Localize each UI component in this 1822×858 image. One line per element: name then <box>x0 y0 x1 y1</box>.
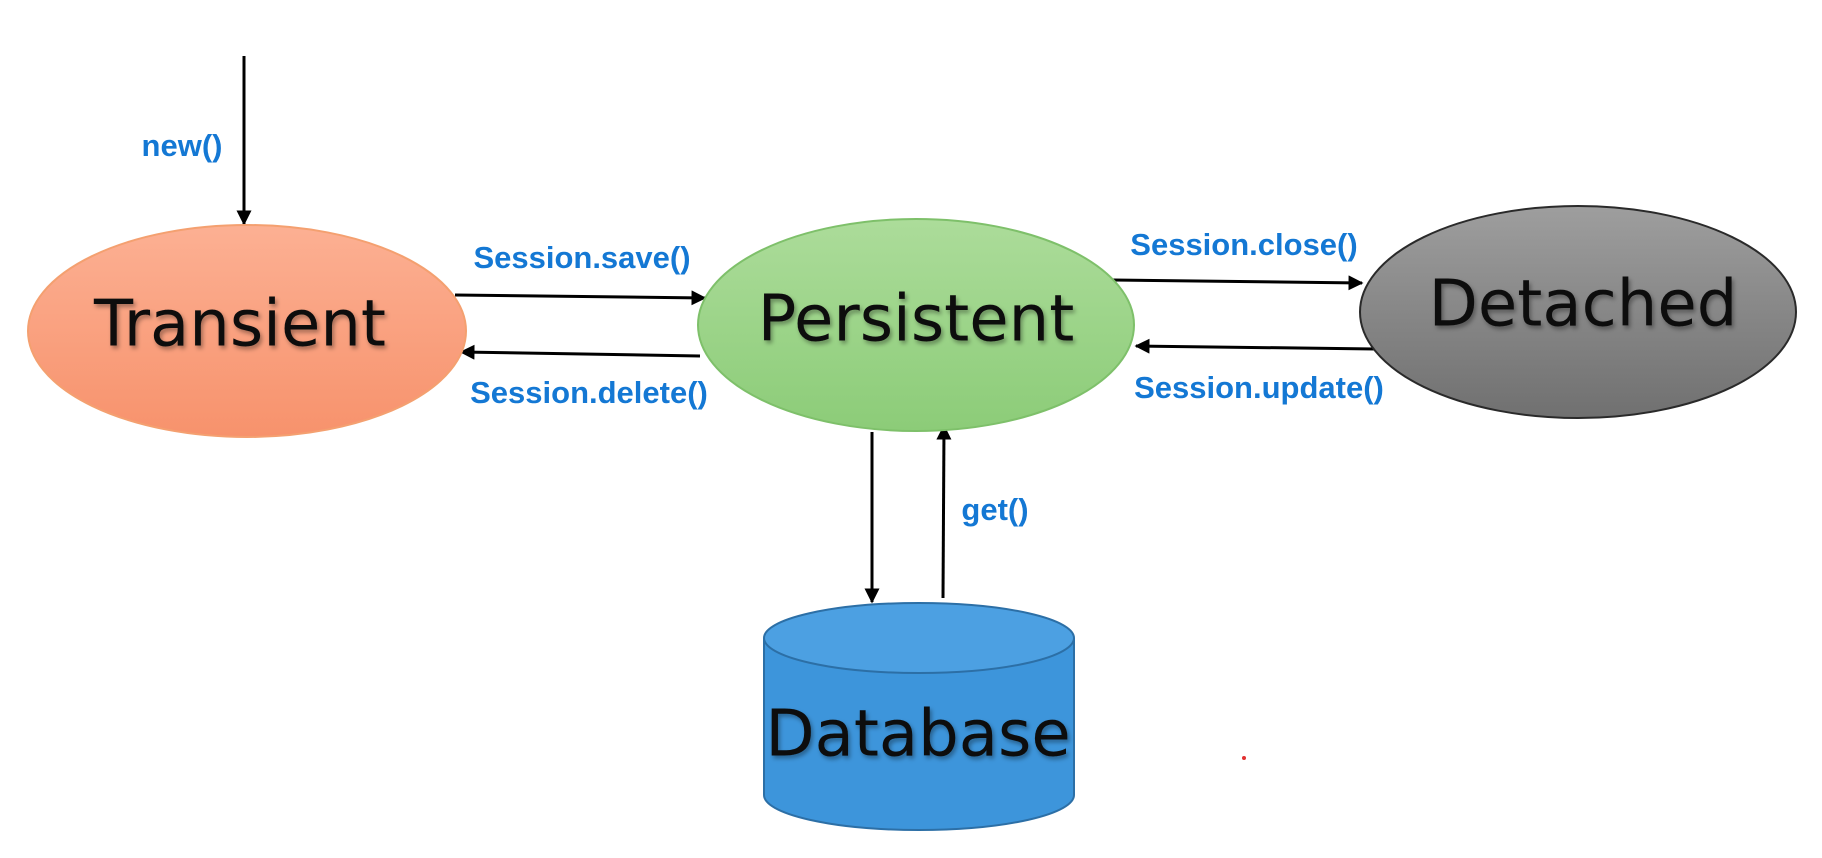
detached-label: Detached <box>1429 268 1738 342</box>
update-label: Session.update() <box>1134 370 1384 405</box>
database-label: Database <box>765 698 1070 772</box>
persistent-label: Persistent <box>758 283 1075 357</box>
persistent-node: Persistent <box>697 218 1135 432</box>
transient-label: Transient <box>93 288 386 362</box>
save-label: Session.save() <box>473 240 690 275</box>
transient-node: Transient <box>27 224 467 438</box>
close-arrow <box>1112 275 1364 291</box>
get-arrow <box>936 424 952 599</box>
close-label: Session.close() <box>1130 227 1357 262</box>
new-label: new() <box>142 128 223 163</box>
detached-node: Detached <box>1359 205 1797 419</box>
delete-label: Session.delete() <box>470 375 708 410</box>
update-arrow <box>1134 338 1376 354</box>
red-dot <box>1242 756 1246 760</box>
save-arrow <box>454 290 707 306</box>
get-label: get() <box>961 492 1028 527</box>
database-node: Database <box>763 602 1075 831</box>
delete-arrow <box>459 344 701 360</box>
